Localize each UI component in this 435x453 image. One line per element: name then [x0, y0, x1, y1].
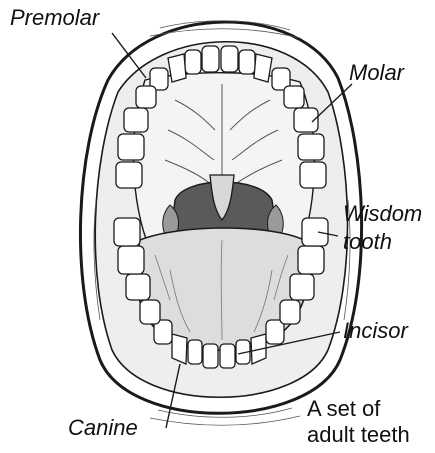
premolar-label: Premolar — [10, 6, 99, 30]
caption-line2: adult teeth — [307, 423, 410, 447]
molar-label: Molar — [349, 61, 404, 85]
incisor-label: Incisor — [343, 319, 408, 343]
canine-label: Canine — [68, 416, 138, 440]
caption-line1: A set of — [307, 397, 380, 421]
wisdom-label-line2: tooth — [343, 230, 392, 254]
wisdom-label-line1: Wisdom — [343, 202, 422, 226]
